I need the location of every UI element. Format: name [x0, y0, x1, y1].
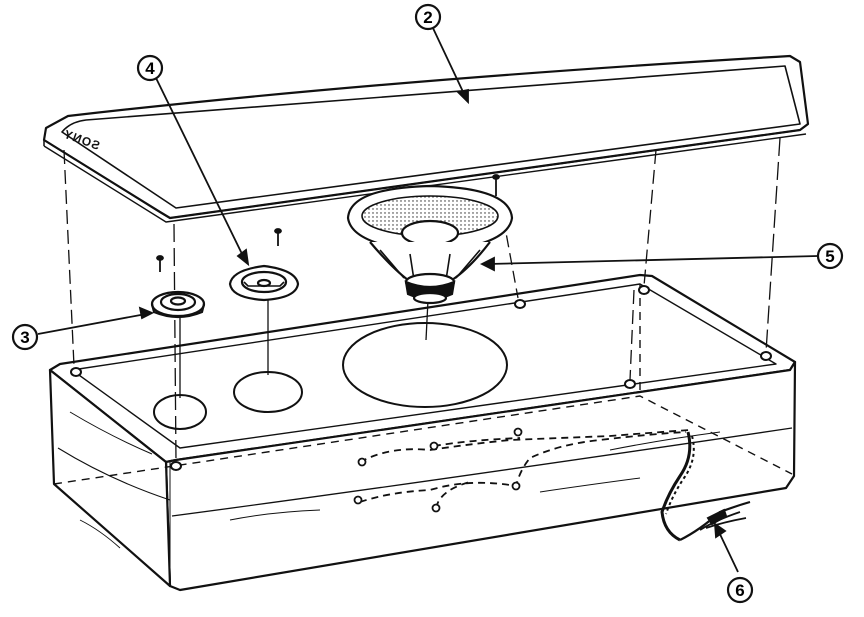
callout-2: 2 — [414, 3, 442, 31]
callout-3: 3 — [11, 323, 39, 351]
midrange-screw-icon — [274, 228, 282, 246]
woofer-screw-icon — [492, 174, 500, 196]
callout-5-number: 5 — [825, 247, 834, 266]
callout-2-circle — [414, 3, 442, 31]
nut-icon — [514, 299, 526, 309]
callout-2-number: 2 — [423, 8, 432, 27]
midrange-speaker — [228, 264, 300, 302]
top-panel — [42, 54, 810, 223]
top-panel-outline — [42, 54, 810, 220]
callout-4-circle — [136, 54, 164, 82]
callout-4: 4 — [136, 54, 164, 82]
callout-6-circle — [726, 576, 754, 604]
nut-icon — [170, 461, 182, 471]
callout-6: 6 — [726, 576, 754, 604]
box-front-face — [164, 360, 797, 592]
nut-icon — [638, 285, 650, 295]
callout-4-number: 4 — [145, 59, 155, 78]
top-panel-edge — [43, 123, 809, 219]
callout-5: 5 — [816, 242, 844, 270]
box-corner-nuts — [70, 285, 772, 471]
box-holes — [153, 322, 508, 430]
nut-icon — [760, 351, 772, 361]
callout-3-number: 3 — [20, 328, 29, 347]
box-inner-rim — [71, 283, 777, 449]
woofer-hole — [342, 322, 508, 408]
midrange-hole — [233, 371, 303, 413]
callout-5-circle — [816, 242, 844, 270]
woofer-speaker — [346, 184, 514, 305]
callout-6-number: 6 — [735, 581, 744, 600]
tweeter — [150, 290, 206, 319]
callout-leaders — [37, 25, 819, 573]
tweeter-screw-icon — [156, 255, 164, 272]
callout-3-circle — [11, 323, 39, 351]
wiring-harness — [353, 427, 751, 542]
nut-icon — [70, 367, 82, 377]
nut-icon — [624, 379, 636, 389]
alignment-lines — [63, 137, 781, 463]
tweeter-hole — [153, 394, 207, 430]
top-panel-bevel — [61, 65, 801, 209]
